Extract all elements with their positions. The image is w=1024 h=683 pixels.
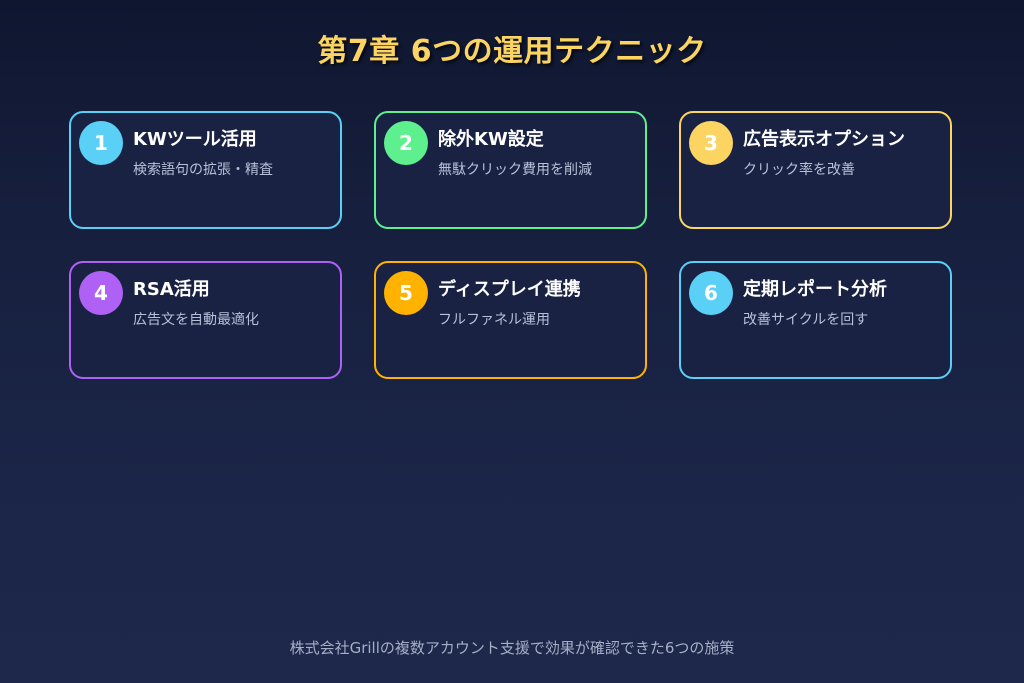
technique-card-6: 6 定期レポート分析 改善サイクルを回す [679, 261, 952, 379]
number-badge: 2 [384, 121, 428, 165]
page-title: 第7章 6つの運用テクニック [317, 34, 707, 69]
card-title: 定期レポート分析 [743, 279, 887, 300]
footer-caption: 株式会社Grillの複数アカウント支援で効果が確認できた6つの施策 [289, 639, 735, 657]
card-subtitle: 広告文を自動最適化 [133, 312, 259, 328]
card-subtitle: フルファネル運用 [438, 312, 550, 328]
technique-card-2: 2 除外KW設定 無駄クリック費用を削減 [374, 111, 647, 229]
card-title: RSA活用 [133, 279, 210, 300]
card-subtitle: 検索語句の拡張・精査 [133, 162, 273, 178]
card-title: ディスプレイ連携 [438, 279, 581, 300]
card-subtitle: 改善サイクルを回す [743, 312, 869, 328]
card-title: 除外KW設定 [438, 129, 544, 150]
number-badge: 4 [79, 271, 123, 315]
number-badge: 3 [689, 121, 733, 165]
technique-card-3: 3 広告表示オプション クリック率を改善 [679, 111, 952, 229]
number-badge: 6 [689, 271, 733, 315]
number-badge: 1 [79, 121, 123, 165]
technique-card-4: 4 RSA活用 広告文を自動最適化 [69, 261, 342, 379]
technique-card-5: 5 ディスプレイ連携 フルファネル運用 [374, 261, 647, 379]
number-badge: 5 [384, 271, 428, 315]
card-subtitle: 無駄クリック費用を削減 [438, 162, 592, 178]
card-title: KWツール活用 [133, 129, 257, 150]
card-subtitle: クリック率を改善 [743, 162, 855, 178]
card-title: 広告表示オプション [743, 129, 905, 150]
technique-card-1: 1 KWツール活用 検索語句の拡張・精査 [69, 111, 342, 229]
